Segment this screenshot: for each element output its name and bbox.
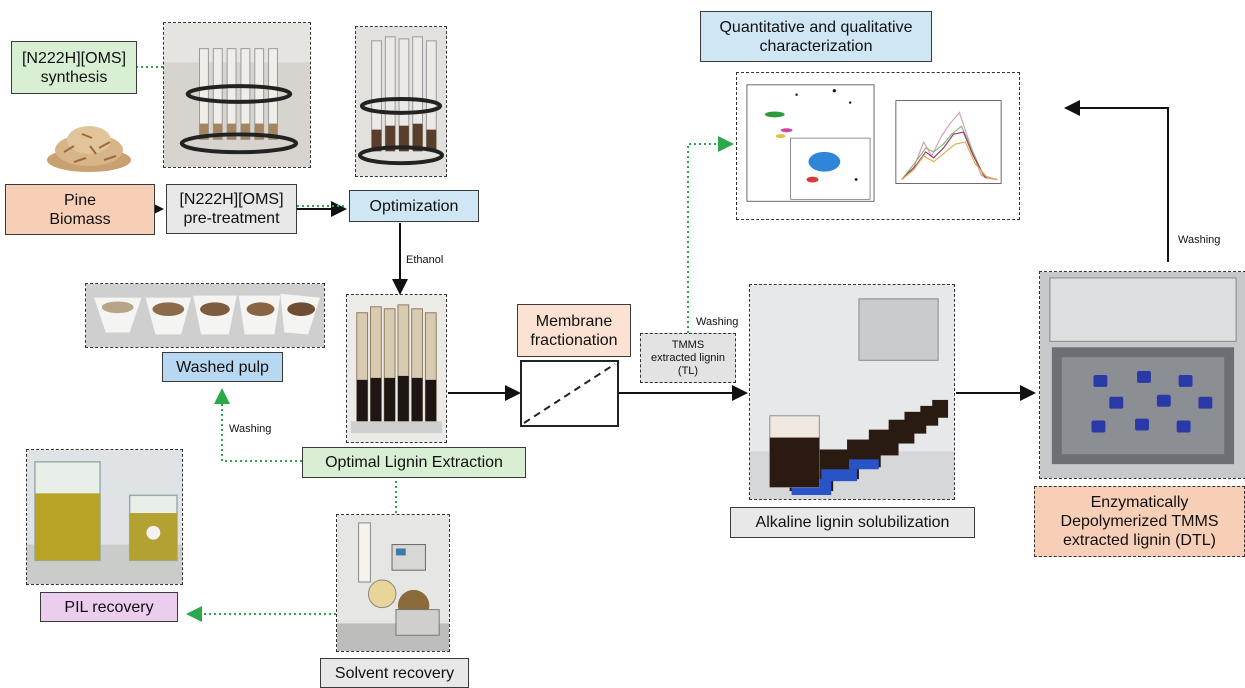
optimization-box: Optimization [349,190,479,222]
pine-chips-icon [47,126,131,172]
optimal-extraction-box: Optimal Lignin Extraction [302,447,526,478]
dotted-tl-to-characterization [687,136,734,333]
membrane-fractionation-box: Membrane fractionation [517,304,631,357]
pil-recovery-photo [26,449,183,585]
arrow-dtl-to-characterization [1064,100,1169,262]
alkaline-solubilization-box: Alkaline lignin solubilization [730,507,975,538]
washed-pulp-box: Washed pulp [162,352,283,382]
optimization-tubes-photo [355,26,447,177]
membrane-icon [520,360,619,427]
pine-biomass-box: Pine Biomass [5,184,155,235]
extraction-tubes-photo [346,294,447,443]
solvent-recovery-photo [336,514,450,652]
washed-pulp-photo [85,283,325,348]
washing-dtl-label: Washing [1178,234,1221,246]
characterization-box: Quantitative and qualitative characteriz… [700,11,932,62]
dotted-washing-to-pulp [214,388,302,462]
tl-box: TMMS extracted lignin (TL) [640,333,736,383]
synthesis-tubes-photo [163,22,311,168]
ethanol-label: Ethanol [406,254,444,266]
washing-pulp-label: Washing [229,423,272,435]
synthesis-box: [N222H][OMS] synthesis [11,41,137,94]
enzymatic-shaker-photo [1039,271,1245,479]
dtl-box: Enzymatically Depolymerized TMMS extract… [1034,486,1245,557]
alkaline-bottles-photo [749,284,955,500]
pil-recovery-box: PIL recovery [40,592,178,622]
pretreatment-box: [N222H][OMS] pre-treatment [166,184,297,234]
washing-tl-label: Washing [696,316,739,328]
characterization-plots-photo [736,72,1020,220]
solvent-recovery-box: Solvent recovery [320,658,469,688]
